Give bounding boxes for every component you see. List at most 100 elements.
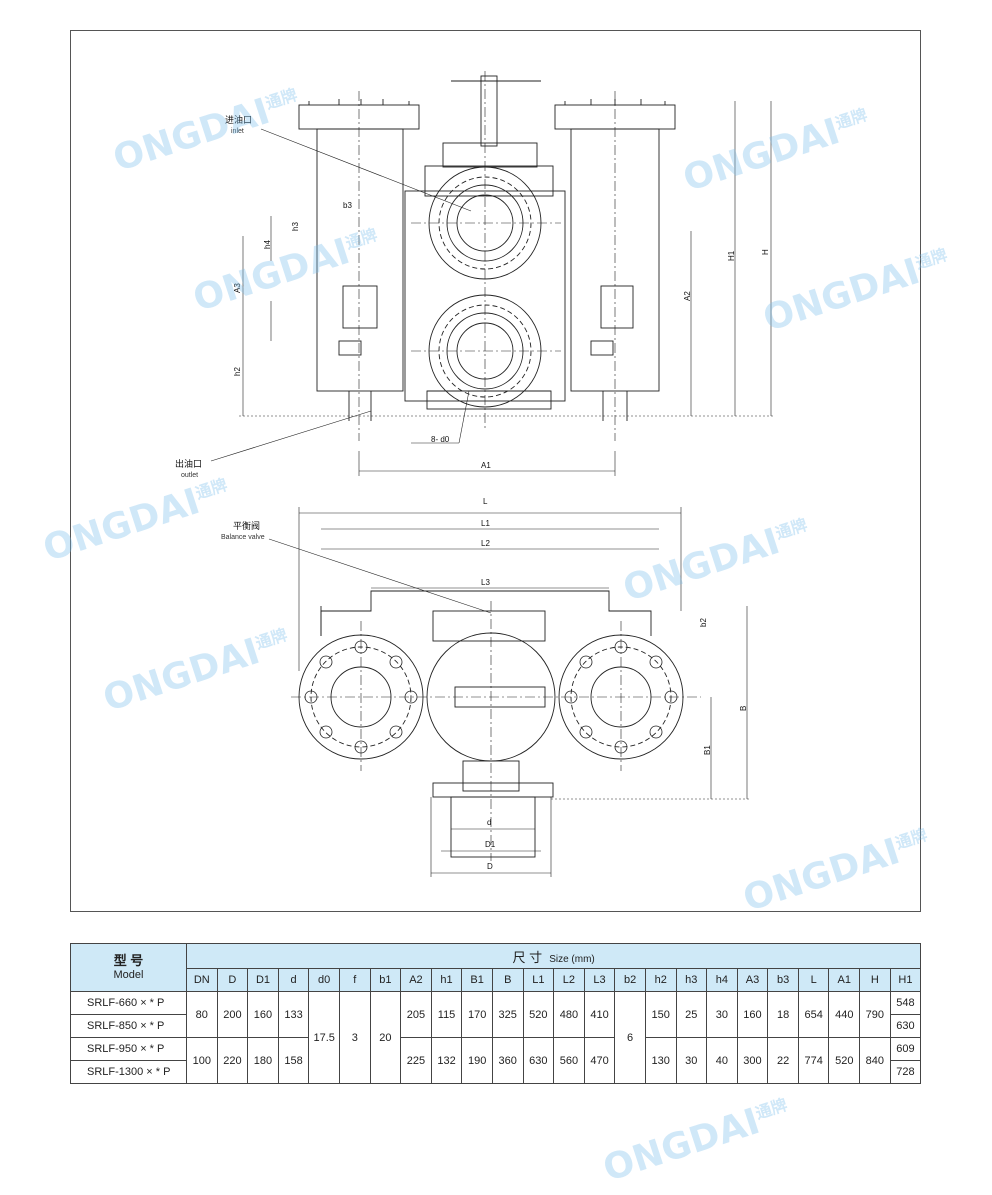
table-cell: 440 xyxy=(828,991,861,1038)
table-cell: 160 xyxy=(247,991,279,1038)
table-cell: 17.5 xyxy=(308,991,340,1084)
dim-L: L xyxy=(483,497,488,506)
model-header-zh: 型 号 xyxy=(113,952,144,968)
column-header: B1 xyxy=(461,968,493,992)
table-cell: SRLF-850 × * P xyxy=(70,1014,187,1038)
table-cell: 360 xyxy=(491,1037,524,1084)
column-header: f xyxy=(338,968,371,992)
dim-h4: h4 xyxy=(263,240,272,249)
column-header: L2 xyxy=(553,968,585,992)
column-header: h1 xyxy=(430,968,463,992)
table-cell: 115 xyxy=(430,991,463,1038)
outlet-label-zh: 出油口 xyxy=(175,459,203,469)
table-cell: 3 xyxy=(338,991,371,1084)
column-header: d xyxy=(277,968,310,992)
table-cell: 205 xyxy=(400,991,432,1038)
dim-B: B xyxy=(739,705,748,711)
model-header: 型 号 Model xyxy=(70,943,187,992)
dim-L2: L2 xyxy=(481,539,490,548)
table-cell: 548 xyxy=(889,991,922,1015)
drawing-frame: 进油口 inlet 出油口 outlet 平衡阀 Balance valve A… xyxy=(70,30,921,912)
table-cell: 609 xyxy=(889,1037,922,1061)
table-cell: 22 xyxy=(767,1037,799,1084)
balance-valve-label-zh: 平衡阀 xyxy=(233,521,261,531)
table-cell: 100 xyxy=(186,1037,218,1084)
dim-B1: B1 xyxy=(703,745,712,755)
column-header: B xyxy=(491,968,524,992)
watermark-brand: ONGDAI xyxy=(598,1101,765,1190)
dim-L3: L3 xyxy=(481,578,490,587)
table-cell: 80 xyxy=(186,991,218,1038)
table-cell: 132 xyxy=(430,1037,463,1084)
table-cell: 133 xyxy=(277,991,310,1038)
column-header: A1 xyxy=(828,968,861,992)
table-cell: 25 xyxy=(675,991,708,1038)
table-cell: 774 xyxy=(797,1037,830,1084)
column-header: H xyxy=(859,968,891,992)
table-cell: 30 xyxy=(706,991,738,1038)
table-cell: 158 xyxy=(277,1037,310,1084)
dim-H1: H1 xyxy=(727,250,736,261)
table-cell: 190 xyxy=(461,1037,493,1084)
column-header: A3 xyxy=(736,968,769,992)
dim-d: d xyxy=(487,818,492,827)
table-cell: 630 xyxy=(522,1037,555,1084)
column-header: D1 xyxy=(247,968,279,992)
dim-A3: A3 xyxy=(233,283,242,293)
column-header: D xyxy=(216,968,249,992)
table-cell: 520 xyxy=(828,1037,861,1084)
column-header: h2 xyxy=(644,968,677,992)
dim-b3: b3 xyxy=(343,201,352,210)
dim-A1: A1 xyxy=(481,461,491,470)
table-cell: SRLF-1300 × * P xyxy=(70,1060,187,1084)
table-cell: 225 xyxy=(400,1037,432,1084)
column-header: d0 xyxy=(308,968,340,992)
inlet-label-en: inlet xyxy=(231,128,244,135)
column-header: h4 xyxy=(706,968,738,992)
column-header: A2 xyxy=(400,968,432,992)
table-cell: 520 xyxy=(522,991,555,1038)
table-cell: 160 xyxy=(736,991,769,1038)
column-header: DN xyxy=(186,968,218,992)
technical-drawing xyxy=(210,71,775,877)
dim-d0: 8- d0 xyxy=(431,435,450,444)
dim-L1: L1 xyxy=(481,519,490,528)
dim-H: H xyxy=(761,249,770,255)
outlet-label-en: outlet xyxy=(181,472,199,479)
dim-h2: h2 xyxy=(233,367,242,376)
table-cell: 480 xyxy=(553,991,585,1038)
column-header: b3 xyxy=(767,968,799,992)
table-cell: 180 xyxy=(247,1037,279,1084)
dim-D: D xyxy=(487,862,493,871)
table-cell: 410 xyxy=(583,991,616,1038)
column-header: L3 xyxy=(583,968,616,992)
model-header-en: Model xyxy=(113,968,144,981)
size-header-en: Size (mm) xyxy=(549,953,595,965)
inlet-label: 进油口 inlet xyxy=(225,115,252,137)
inlet-label-zh: 进油口 xyxy=(225,115,253,125)
table-cell: 40 xyxy=(706,1037,738,1084)
dim-h3: h3 xyxy=(291,222,300,231)
watermark-cn: 通牌 xyxy=(753,1094,790,1123)
table-cell: 200 xyxy=(216,991,249,1038)
table-cell: 654 xyxy=(797,991,830,1038)
table-cell: 170 xyxy=(461,991,493,1038)
table-cell: 790 xyxy=(859,991,891,1038)
table-cell: SRLF-950 × * P xyxy=(70,1037,187,1061)
dim-b2: b2 xyxy=(699,618,708,627)
table-cell: 150 xyxy=(644,991,677,1038)
watermark: ONGDAI通牌 xyxy=(598,1091,795,1190)
table-cell: 30 xyxy=(675,1037,708,1084)
table-cell: 325 xyxy=(491,991,524,1038)
column-header: b1 xyxy=(369,968,402,992)
table-cell: SRLF-660 × * P xyxy=(70,991,187,1015)
dim-A2: A2 xyxy=(683,291,692,301)
table-cell: 560 xyxy=(553,1037,585,1084)
column-header: b2 xyxy=(614,968,646,992)
